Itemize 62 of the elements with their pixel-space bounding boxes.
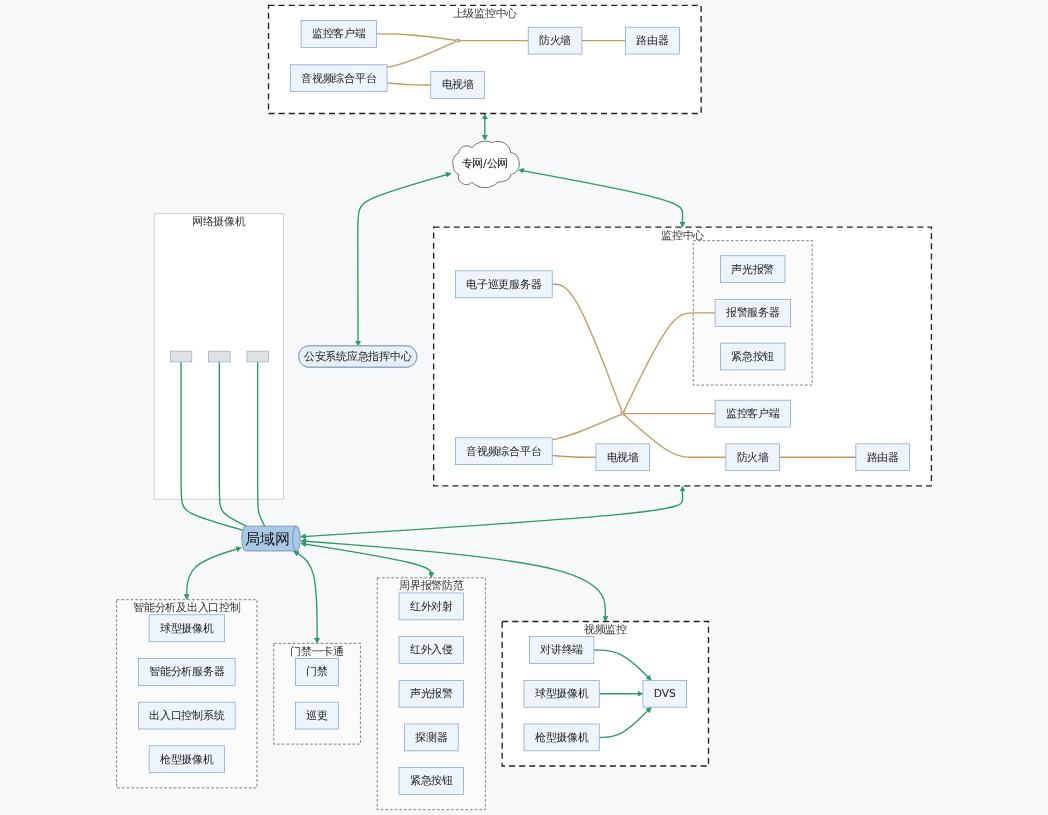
- node-box: 巡更: [295, 701, 339, 730]
- arrow: [183, 546, 242, 600]
- node-box: 防火墙: [527, 26, 583, 55]
- connector: [375, 33, 457, 41]
- connector: [551, 454, 597, 458]
- arrow: [481, 113, 488, 141]
- node-bar: [455, 38, 461, 43]
- arrow: [593, 649, 652, 681]
- arrow: [300, 541, 435, 579]
- node-box: 红外对射: [398, 592, 464, 621]
- node-box: 探测器: [404, 723, 459, 752]
- node-box: 音视频综合平台: [290, 64, 388, 93]
- node-box: 红外入侵: [398, 636, 464, 664]
- connector: [180, 361, 244, 531]
- node-text: 局域网: [245, 530, 290, 547]
- node-box: 枪型摄像机: [148, 745, 225, 773]
- node-box: 路由器: [625, 26, 680, 55]
- node-box: 报警服务器: [714, 299, 791, 327]
- node-box: 电视墙: [595, 443, 650, 472]
- node-box: 紧急按钮: [720, 342, 786, 371]
- node-box: 声光报警: [720, 255, 786, 283]
- connector: [218, 361, 247, 527]
- connector: [622, 312, 716, 413]
- node-box: 智能分析服务器: [138, 658, 236, 686]
- connector: [624, 412, 716, 415]
- node-box: 门禁: [295, 658, 339, 686]
- arrow: [598, 690, 644, 697]
- node-box: [208, 350, 231, 363]
- connector: [551, 413, 622, 441]
- arrow: [293, 550, 321, 644]
- node-box: [246, 350, 269, 363]
- connector: [623, 414, 727, 458]
- node-box: 路由器: [855, 443, 910, 472]
- node-box: 声光报警: [398, 679, 464, 708]
- node-box: [169, 350, 193, 363]
- node-box: 球型摄像机: [523, 679, 600, 708]
- node-box: 防火墙: [725, 443, 780, 472]
- arrow: [598, 706, 652, 739]
- connector: [778, 456, 857, 458]
- arrow: [518, 167, 686, 228]
- connector: [581, 39, 627, 42]
- cluster: [692, 240, 813, 386]
- connector: [551, 283, 623, 413]
- connector: [459, 39, 529, 42]
- connector: [386, 40, 457, 69]
- connector: [386, 82, 432, 86]
- node-box: 对讲终端: [529, 636, 595, 664]
- node-box: 枪型摄像机: [523, 723, 600, 752]
- node-box: 出入口控制系统: [138, 701, 236, 730]
- connector: [256, 361, 266, 527]
- arrow: [300, 485, 686, 540]
- node-box: 监控客户端: [300, 20, 377, 48]
- node-bar: [620, 411, 626, 416]
- node-box: 监控客户端: [714, 399, 791, 428]
- node-box: 球型摄像机: [148, 614, 225, 642]
- arrow: [355, 172, 452, 347]
- node-box: 音视频综合平台: [455, 437, 553, 465]
- node-box: 电子巡更服务器: [455, 270, 553, 299]
- node-box: 电视墙: [430, 71, 485, 99]
- cluster: 网络摄像机: [153, 213, 284, 500]
- node-box: DVS: [642, 679, 687, 708]
- node-box: 紧急按钮: [398, 767, 464, 795]
